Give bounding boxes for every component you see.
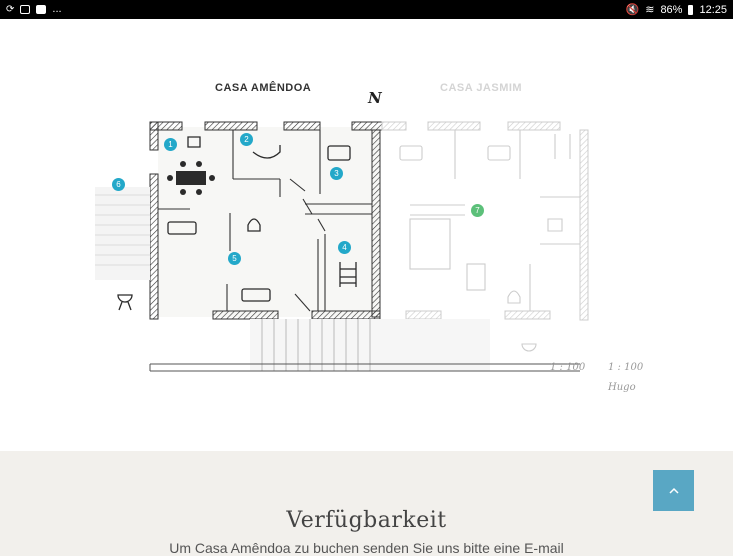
section-heading: Verfügbarkeit <box>286 508 447 533</box>
deck-strip <box>250 319 490 371</box>
room-marker-2[interactable]: 2 <box>240 133 253 146</box>
floor-plan-drawing <box>95 121 589 372</box>
wifi-icon: ≋ <box>645 4 655 16</box>
room-marker-6[interactable]: 6 <box>112 178 125 191</box>
scroll-to-top-button[interactable] <box>653 470 694 511</box>
mail-icon <box>20 4 31 14</box>
mute-icon: 🔇 <box>625 4 640 16</box>
youtube-icon <box>36 4 47 14</box>
clock: 12:25 <box>699 3 727 16</box>
status-overflow: ... <box>52 3 62 15</box>
scale-note-1: 1 : 100 <box>550 362 586 373</box>
section-text: Um Casa Amêndoa zu buchen senden Sie uns… <box>169 540 564 556</box>
house-b-title: CASA JASMIM <box>440 82 523 94</box>
house-a-icons <box>117 136 357 311</box>
battery-level: 86% <box>660 3 683 16</box>
battery-icon <box>688 4 694 15</box>
scale-note-2: 1 : 100 <box>608 362 644 373</box>
room-marker-1[interactable]: 1 <box>164 138 177 151</box>
status-bar: ⟳ ... 🔇 ≋ 86% 12:25 <box>0 0 733 19</box>
chevron-up-icon <box>668 487 679 494</box>
house-a-inner-walls <box>158 130 372 312</box>
house-b-walls <box>381 121 589 321</box>
room-marker-5[interactable]: 5 <box>228 252 241 265</box>
sync-icon: ⟳ <box>6 3 15 15</box>
room-marker-7[interactable]: 7 <box>471 204 484 217</box>
terrace-left <box>95 187 150 280</box>
ground-line <box>149 363 580 372</box>
room-marker-4[interactable]: 4 <box>338 241 351 254</box>
plan-signature: Hugo <box>608 382 636 393</box>
floor-plan: CASA AMÊNDOA CASA JASMIM N 1 2 3 4 5 6 7… <box>0 19 733 451</box>
house-a-title: CASA AMÊNDOA <box>215 82 312 94</box>
north-arrow-label: N <box>368 89 382 107</box>
availability-section <box>0 451 733 550</box>
room-marker-3[interactable]: 3 <box>330 167 343 180</box>
